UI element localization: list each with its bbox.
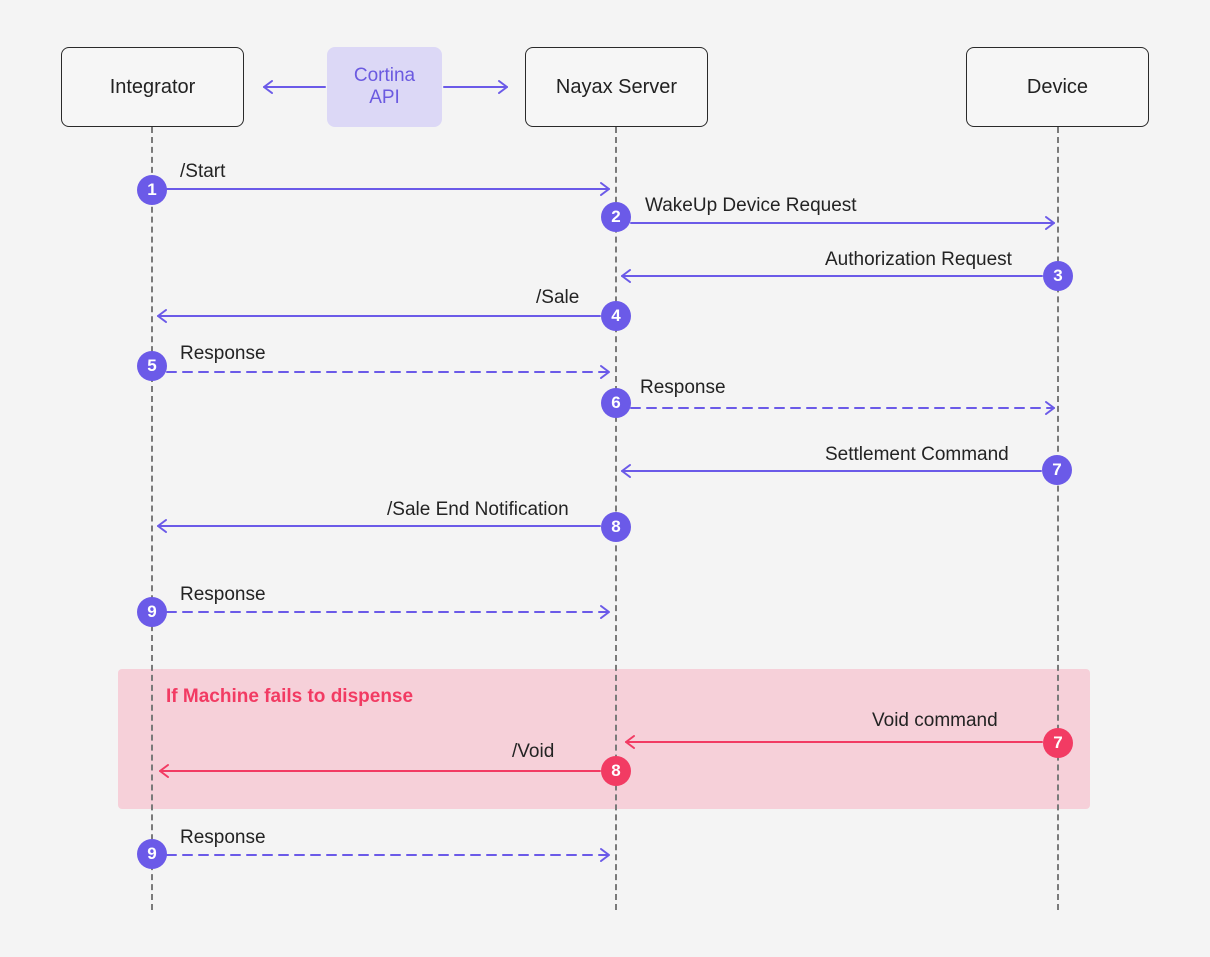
message-arrow-2 <box>630 216 1055 230</box>
step-badge-8: 8 <box>601 512 631 542</box>
step-badge-void-command: 7 <box>1043 728 1073 758</box>
message-arrow-4 <box>157 309 601 323</box>
step-badge-void: 8 <box>601 756 631 786</box>
step-badge-5: 5 <box>137 351 167 381</box>
message-arrow-9 <box>166 605 610 619</box>
step-badge-6: 6 <box>601 388 631 418</box>
lifeline-device <box>1057 127 1059 910</box>
step-badge-3: 3 <box>1043 261 1073 291</box>
message-arrow-1 <box>166 182 610 196</box>
message-arrow-8 <box>157 519 601 533</box>
step-badge-7: 7 <box>1042 455 1072 485</box>
step-badge-2: 2 <box>601 202 631 232</box>
api-label-line2: API <box>369 87 400 108</box>
message-label-void: /Void <box>512 741 555 762</box>
participant-device-label: Device <box>1026 75 1089 98</box>
message-arrow-void <box>159 764 601 778</box>
participant-nayax-label: Nayax Server <box>555 75 678 98</box>
cortina-api-box: Cortina API <box>327 47 442 127</box>
step-badge-4: 4 <box>601 301 631 331</box>
alt-condition-label: If Machine fails to dispense <box>166 686 414 707</box>
message-label-6: Response <box>640 377 726 398</box>
api-label-line1: Cortina <box>353 65 416 86</box>
message-label-1: /Start <box>180 161 226 182</box>
message-label-final-response: Response <box>180 827 266 848</box>
message-label-9: Response <box>180 584 266 605</box>
lifeline-integrator <box>151 127 153 910</box>
message-label-8: /Sale End Notification <box>387 499 569 520</box>
participant-nayax-server: Nayax Server <box>525 47 708 127</box>
message-arrow-final-response <box>166 848 610 862</box>
message-arrow-3 <box>621 269 1043 283</box>
message-label-2: WakeUp Device Request <box>645 195 857 216</box>
api-connector-arrows <box>263 80 508 94</box>
message-arrow-5 <box>166 365 610 379</box>
message-arrow-7 <box>621 464 1042 478</box>
message-label-4: /Sale <box>536 287 580 308</box>
message-arrow-void-command <box>625 735 1043 749</box>
message-label-void-command: Void command <box>872 710 998 731</box>
participant-integrator-label: Integrator <box>109 75 196 98</box>
participant-integrator: Integrator <box>61 47 244 127</box>
message-label-3: Authorization Request <box>825 249 1012 270</box>
step-badge-final-response: 9 <box>137 839 167 869</box>
step-badge-1: 1 <box>137 175 167 205</box>
message-label-5: Response <box>180 343 266 364</box>
participant-device: Device <box>966 47 1149 127</box>
step-badge-9: 9 <box>137 597 167 627</box>
alt-region <box>118 669 1090 809</box>
message-label-7: Settlement Command <box>825 444 1009 465</box>
message-arrow-6 <box>630 401 1055 415</box>
